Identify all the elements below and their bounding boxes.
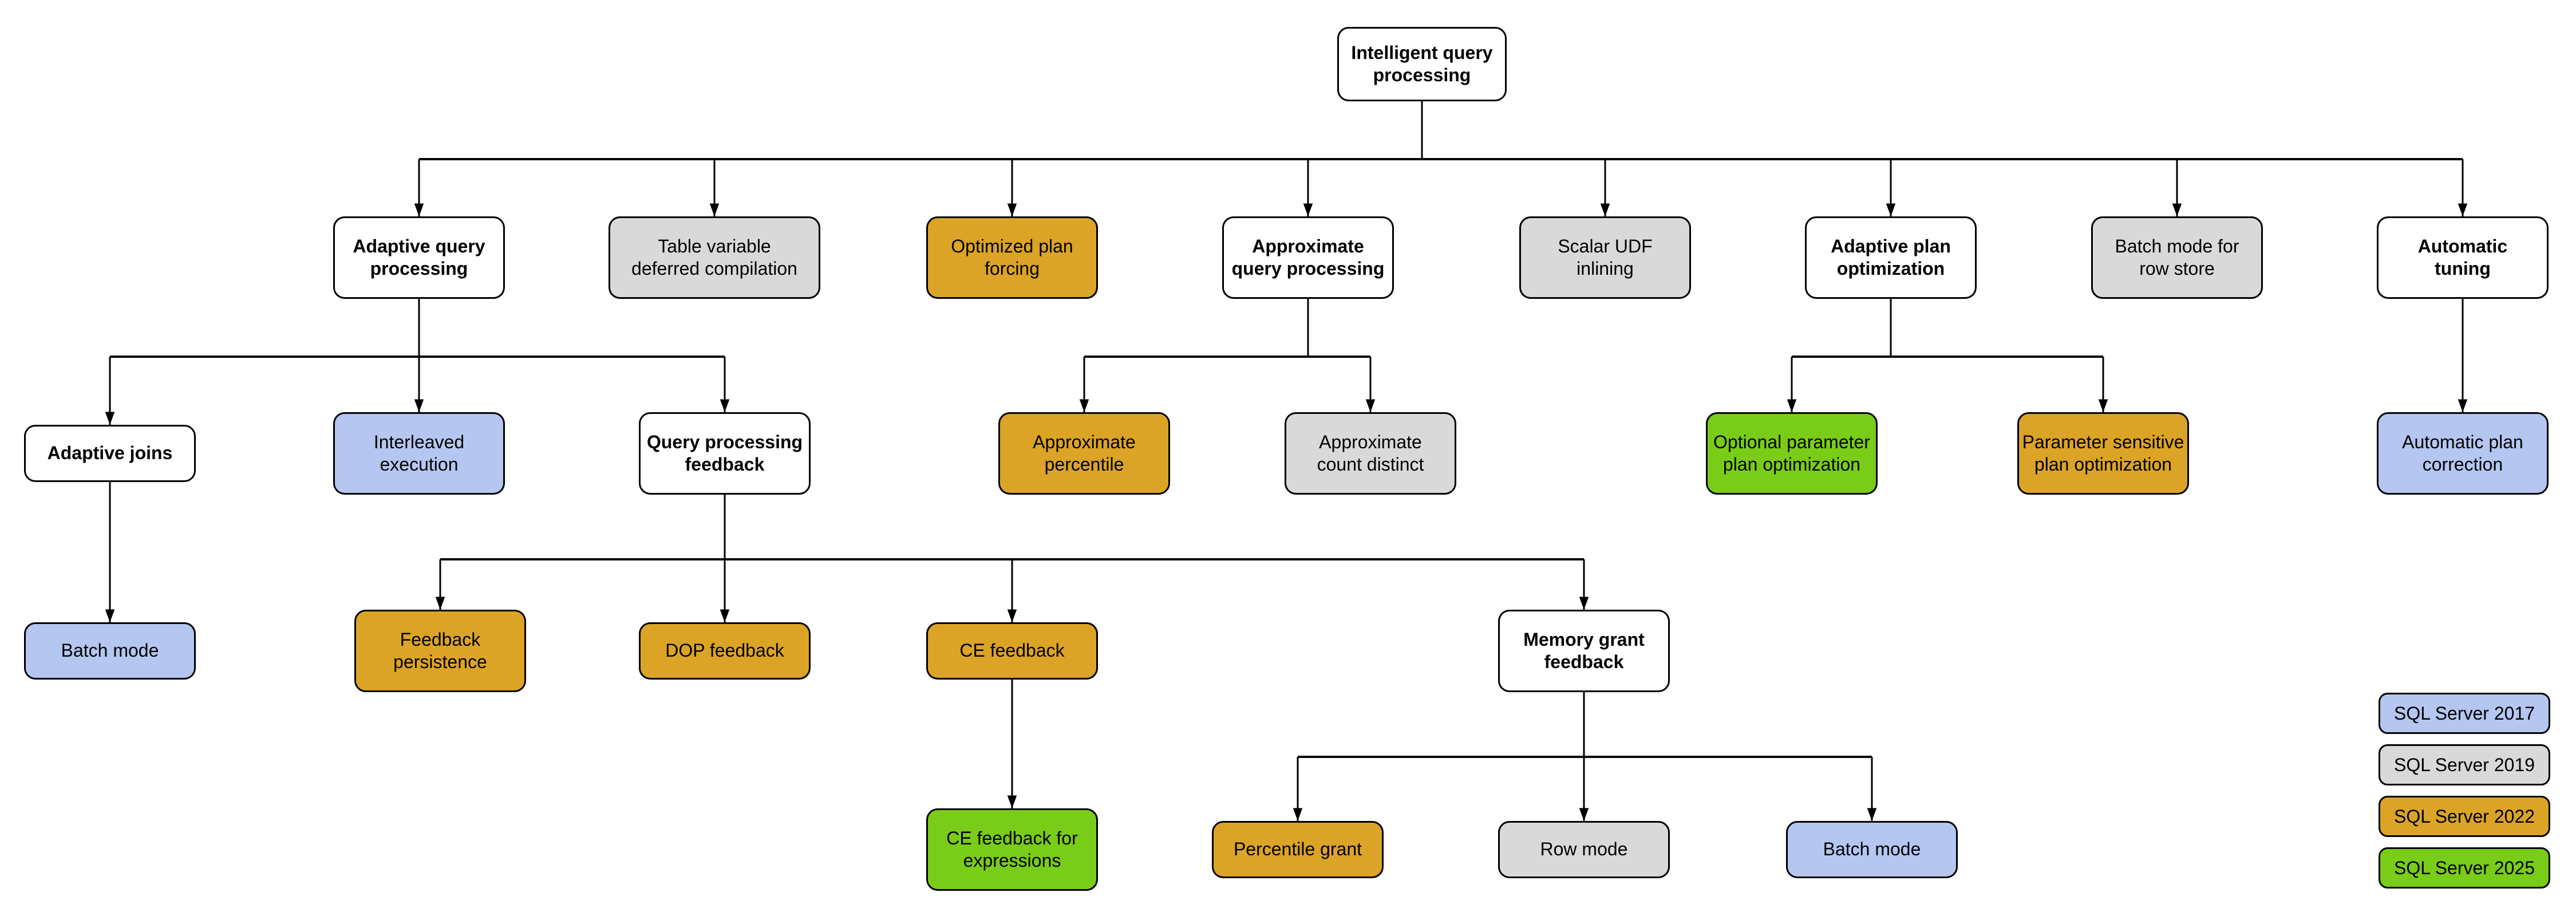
node-percentile-grant: Percentile grant <box>1212 821 1384 878</box>
node-label: Approximate query processing <box>1231 235 1385 279</box>
node-label: Automatic tuning <box>2417 235 2508 279</box>
node-automatic-tuning: Automatic tuning <box>2377 216 2549 299</box>
node-row-mode: Row mode <box>1498 821 1670 878</box>
node-label: Feedback persistence <box>393 629 487 672</box>
node-ce-feedback-for-expressions: CE feedback for expressions <box>926 808 1098 891</box>
node-adaptive-plan-optimization: Adaptive plan optimization <box>1805 216 1977 299</box>
node-label: Scalar UDF inlining <box>1558 235 1653 279</box>
node-batch-mode-memory-grant: Batch mode <box>1786 821 1958 878</box>
node-batch-mode-for-row-store: Batch mode for row store <box>2091 216 2263 299</box>
node-label: Percentile grant <box>1233 839 1362 860</box>
node-label: Intelligent query processing <box>1351 42 1493 85</box>
node-label: Batch mode <box>1823 839 1921 860</box>
node-approximate-percentile: Approximate percentile <box>998 412 1170 495</box>
node-batch-mode-adaptive-joins: Batch mode <box>24 622 196 680</box>
node-label: DOP feedback <box>665 640 784 661</box>
legend-item-v2019: SQL Server 2019 <box>2379 744 2550 785</box>
node-label: Interleaved execution <box>373 431 465 475</box>
node-label: Approximate percentile <box>1033 431 1136 475</box>
node-ce-feedback: CE feedback <box>926 622 1098 680</box>
node-label: Adaptive plan optimization <box>1831 235 1951 279</box>
legend-label: SQL Server 2022 <box>2393 806 2535 827</box>
node-dop-feedback: DOP feedback <box>639 622 811 680</box>
node-label: CE feedback <box>959 640 1065 661</box>
node-memory-grant-feedback: Memory grant feedback <box>1498 610 1670 692</box>
node-feedback-persistence: Feedback persistence <box>354 610 526 692</box>
node-label: Parameter sensitive plan optimization <box>2022 431 2184 475</box>
node-intelligent-query-processing: Intelligent query processing <box>1337 27 1507 101</box>
node-label: CE feedback for expressions <box>946 827 1078 871</box>
node-label: Adaptive joins <box>47 443 173 464</box>
node-scalar-udf-inlining: Scalar UDF inlining <box>1519 216 1691 299</box>
node-label: Adaptive query processing <box>353 235 485 279</box>
node-label: Row mode <box>1540 839 1628 860</box>
node-label: Optional parameter plan optimization <box>1713 431 1870 475</box>
node-label: Batch mode <box>61 640 159 661</box>
node-label: Table variable deferred compilation <box>631 235 797 279</box>
node-approximate-count-distinct: Approximate count distinct <box>1285 412 1456 495</box>
node-optimized-plan-forcing: Optimized plan forcing <box>926 216 1098 299</box>
node-adaptive-query-processing: Adaptive query processing <box>333 216 505 299</box>
legend-label: SQL Server 2017 <box>2393 702 2535 724</box>
node-adaptive-joins: Adaptive joins <box>24 425 196 482</box>
node-table-variable-deferred-compilation: Table variable deferred compilation <box>609 216 820 299</box>
legend-item-v2017: SQL Server 2017 <box>2379 693 2550 734</box>
node-optional-parameter-plan-optimization: Optional parameter plan optimization <box>1706 412 1878 495</box>
node-label: Memory grant feedback <box>1523 629 1645 672</box>
node-query-processing-feedback: Query processing feedback <box>639 412 811 495</box>
node-label: Query processing feedback <box>646 431 803 475</box>
legend-label: SQL Server 2025 <box>2393 857 2535 878</box>
node-label: Approximate count distinct <box>1317 431 1424 475</box>
node-parameter-sensitive-plan-optimization: Parameter sensitive plan optimization <box>2017 412 2189 495</box>
node-label: Optimized plan forcing <box>951 235 1073 279</box>
node-approximate-query-processing: Approximate query processing <box>1222 216 1394 299</box>
legend-item-v2022: SQL Server 2022 <box>2379 796 2550 837</box>
node-label: Automatic plan correction <box>2402 431 2523 475</box>
node-interleaved-execution: Interleaved execution <box>333 412 505 495</box>
node-label: Batch mode for row store <box>2115 235 2239 279</box>
legend-item-v2025: SQL Server 2025 <box>2379 847 2550 889</box>
legend-label: SQL Server 2019 <box>2393 754 2535 775</box>
node-automatic-plan-correction: Automatic plan correction <box>2377 412 2549 495</box>
